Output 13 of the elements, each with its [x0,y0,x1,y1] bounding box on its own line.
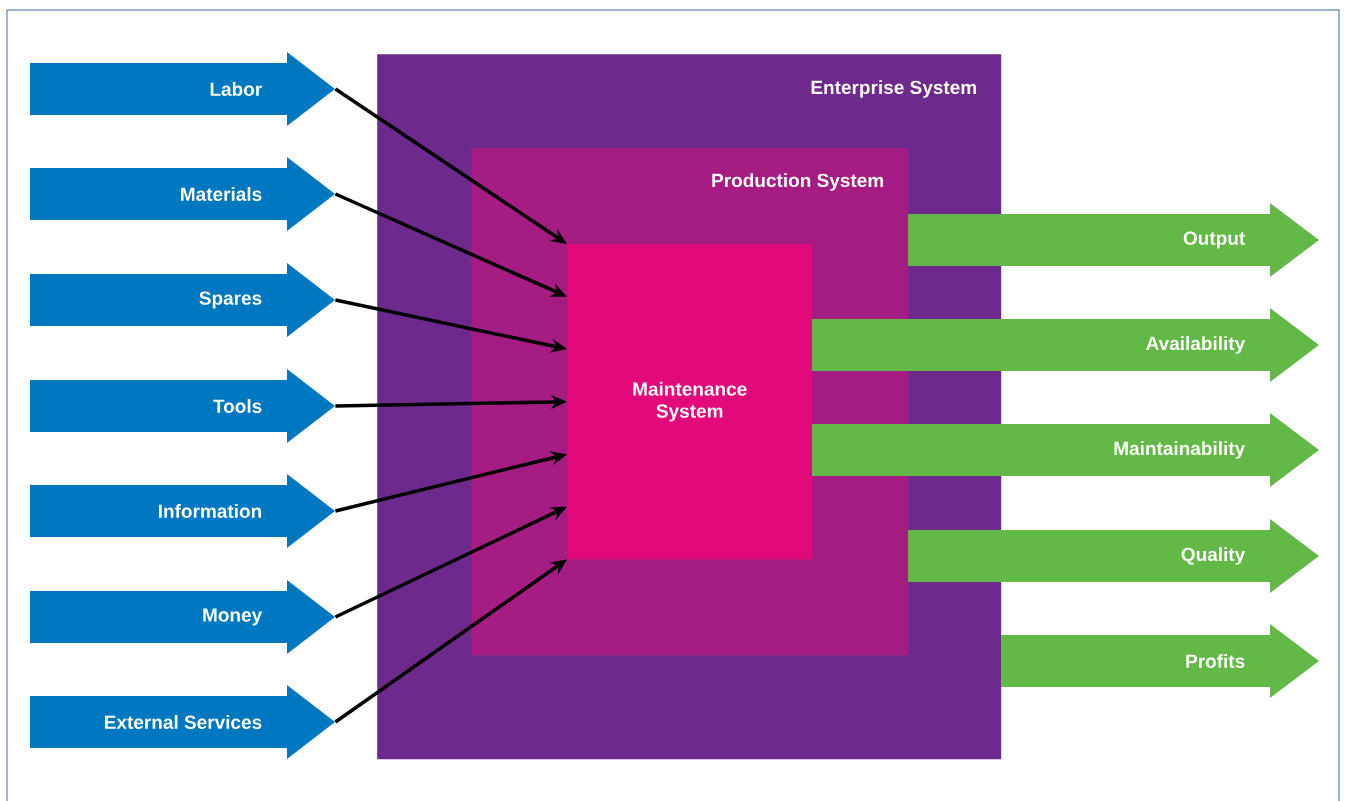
label-banner: External Services [30,685,335,759]
label-banner: Output [908,203,1319,277]
label-banner: Tools [30,369,335,443]
label-banner: Materials [30,157,335,231]
system-box: Maintenance System [567,244,813,560]
label-banner: Spares [30,263,335,337]
label-banner: Availability [812,308,1319,382]
label-banner: Profits [1001,624,1319,698]
label-banner: Money [30,580,335,654]
label-banner: Information [30,474,335,548]
label-banner: Quality [908,519,1319,593]
label-banner: Labor [30,52,335,126]
label-banner: Maintainability [812,413,1319,487]
